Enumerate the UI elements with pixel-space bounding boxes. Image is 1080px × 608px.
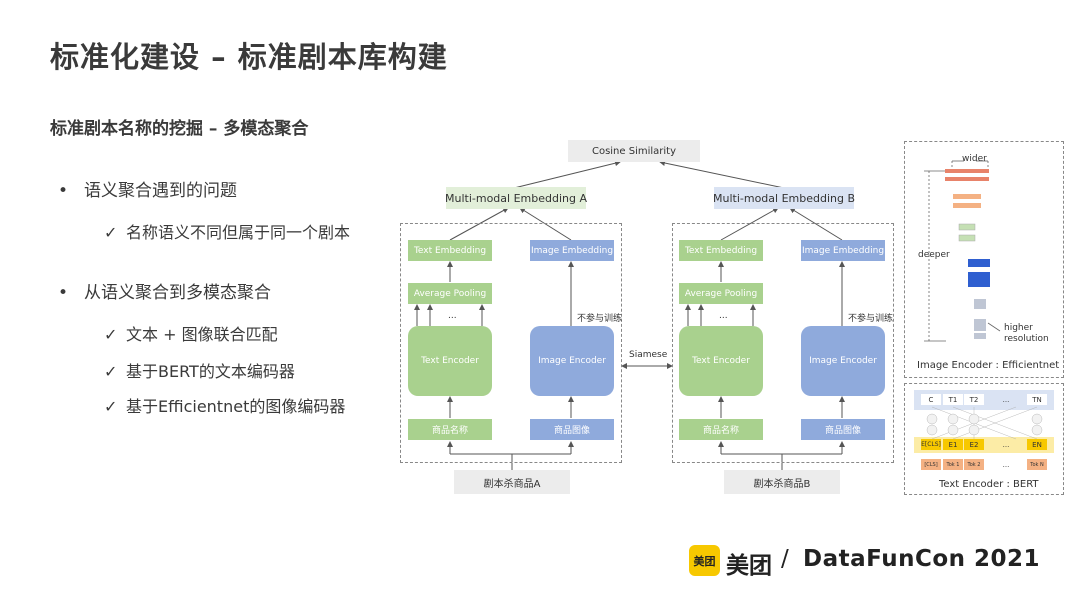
average-pooling-a: Average Pooling <box>408 283 492 304</box>
bert-emb-token: EN <box>1027 439 1047 450</box>
embedding-b-box: Multi-modal Embedding B <box>713 187 855 209</box>
brand-slash: / <box>781 546 789 572</box>
siamese-label: Siamese <box>629 350 668 360</box>
image-encoder-a: Image Encoder <box>530 326 614 396</box>
check-text: 文本 + 图像联合匹配 <box>126 325 278 344</box>
bert-caption: Text Encoder : BERT <box>939 479 1039 490</box>
check-icon: ✓ <box>104 223 118 242</box>
check-item: ✓ 基于Efficientnet的图像编码器 <box>104 393 345 417</box>
bert-top-token: T1 <box>943 394 963 405</box>
product-name-b: 商品名称 <box>679 419 763 440</box>
text-encoder-a: Text Encoder <box>408 326 492 396</box>
bullet-item: • 语义聚合遇到的问题 <box>58 176 237 201</box>
efficientnet-panel <box>904 141 1064 378</box>
bert-panel <box>904 383 1064 495</box>
input-a-box: 剧本杀商品A <box>454 470 570 494</box>
bullet-text: 从语义聚合到多模态聚合 <box>84 283 271 303</box>
check-text: 基于Efficientnet的图像编码器 <box>126 397 346 416</box>
product-image-a: 商品图像 <box>530 419 614 440</box>
check-icon: ✓ <box>104 325 118 344</box>
bert-input-token: [CLS] <box>921 459 941 470</box>
tower-b-frame <box>672 223 894 463</box>
check-text: 名称语义不同但属于同一个剧本 <box>126 223 351 242</box>
bert-emb-token: E1 <box>943 439 963 450</box>
average-pooling-b: Average Pooling <box>679 283 763 304</box>
bullet-text: 语义聚合遇到的问题 <box>84 181 237 201</box>
check-item: ✓ 文本 + 图像联合匹配 <box>104 321 278 345</box>
bert-input-token: Tok N <box>1027 459 1047 470</box>
bert-top-token: C <box>921 394 941 405</box>
text-encoder-b: Text Encoder <box>679 326 763 396</box>
bert-top-token: TN <box>1027 394 1047 405</box>
bullet-dot: • <box>58 181 69 201</box>
bert-input-token: ... <box>1002 460 1010 469</box>
ellipsis-b: ... <box>719 311 728 321</box>
image-embedding-a: Image Embedding <box>530 240 614 261</box>
check-item: ✓ 基于BERT的文本编码器 <box>104 358 295 382</box>
slide-subtitle: 标准剧本名称的挖掘 – 多模态聚合 <box>50 119 309 139</box>
cosine-similarity-box: Cosine Similarity <box>568 140 700 162</box>
meituan-logo-icon: 美团 <box>689 545 720 576</box>
bert-input-token: Tok 2 <box>964 459 984 470</box>
bert-top-token: ... <box>1002 395 1010 404</box>
efficientnet-caption: Image Encoder : Efficientnet <box>917 360 1060 371</box>
bert-input-token: Tok 1 <box>943 459 963 470</box>
check-item: ✓ 名称语义不同但属于同一个剧本 <box>104 219 350 243</box>
product-image-b: 商品图像 <box>801 419 885 440</box>
deeper-label: deeper <box>918 250 950 260</box>
check-icon: ✓ <box>104 397 118 416</box>
embedding-a-box: Multi-modal Embedding A <box>445 187 587 209</box>
bert-emb-token: E[CLS] <box>921 439 941 450</box>
bullet-item: • 从语义聚合到多模态聚合 <box>58 278 271 303</box>
meituan-wordmark: 美团 <box>726 553 772 579</box>
image-embedding-b: Image Embedding <box>801 240 885 261</box>
no-train-label-a: 不参与训练 <box>577 314 623 324</box>
bert-emb-token: ... <box>1002 440 1010 449</box>
slide-title: 标准化建设 – 标准剧本库构建 <box>50 40 448 74</box>
text-embedding-b: Text Embedding <box>679 240 763 261</box>
product-name-a: 商品名称 <box>408 419 492 440</box>
input-b-box: 剧本杀商品B <box>724 470 840 494</box>
image-encoder-b: Image Encoder <box>801 326 885 396</box>
ellipsis-a: ... <box>448 311 457 321</box>
bert-emb-token: E2 <box>964 439 984 450</box>
bullet-dot: • <box>58 283 69 303</box>
no-train-label-b: 不参与训练 <box>848 314 894 324</box>
bert-top-token: T2 <box>964 394 984 405</box>
tower-a-frame <box>400 223 622 463</box>
resolution-label: resolution <box>1004 334 1049 344</box>
wider-label: wider <box>962 154 987 164</box>
higher-label: higher <box>1004 323 1033 333</box>
efficientnet-figure <box>924 160 1001 342</box>
datafuncon-wordmark: DataFunCon 2021 <box>803 546 1041 572</box>
check-icon: ✓ <box>104 362 118 381</box>
check-text: 基于BERT的文本编码器 <box>126 362 295 381</box>
text-embedding-a: Text Embedding <box>408 240 492 261</box>
